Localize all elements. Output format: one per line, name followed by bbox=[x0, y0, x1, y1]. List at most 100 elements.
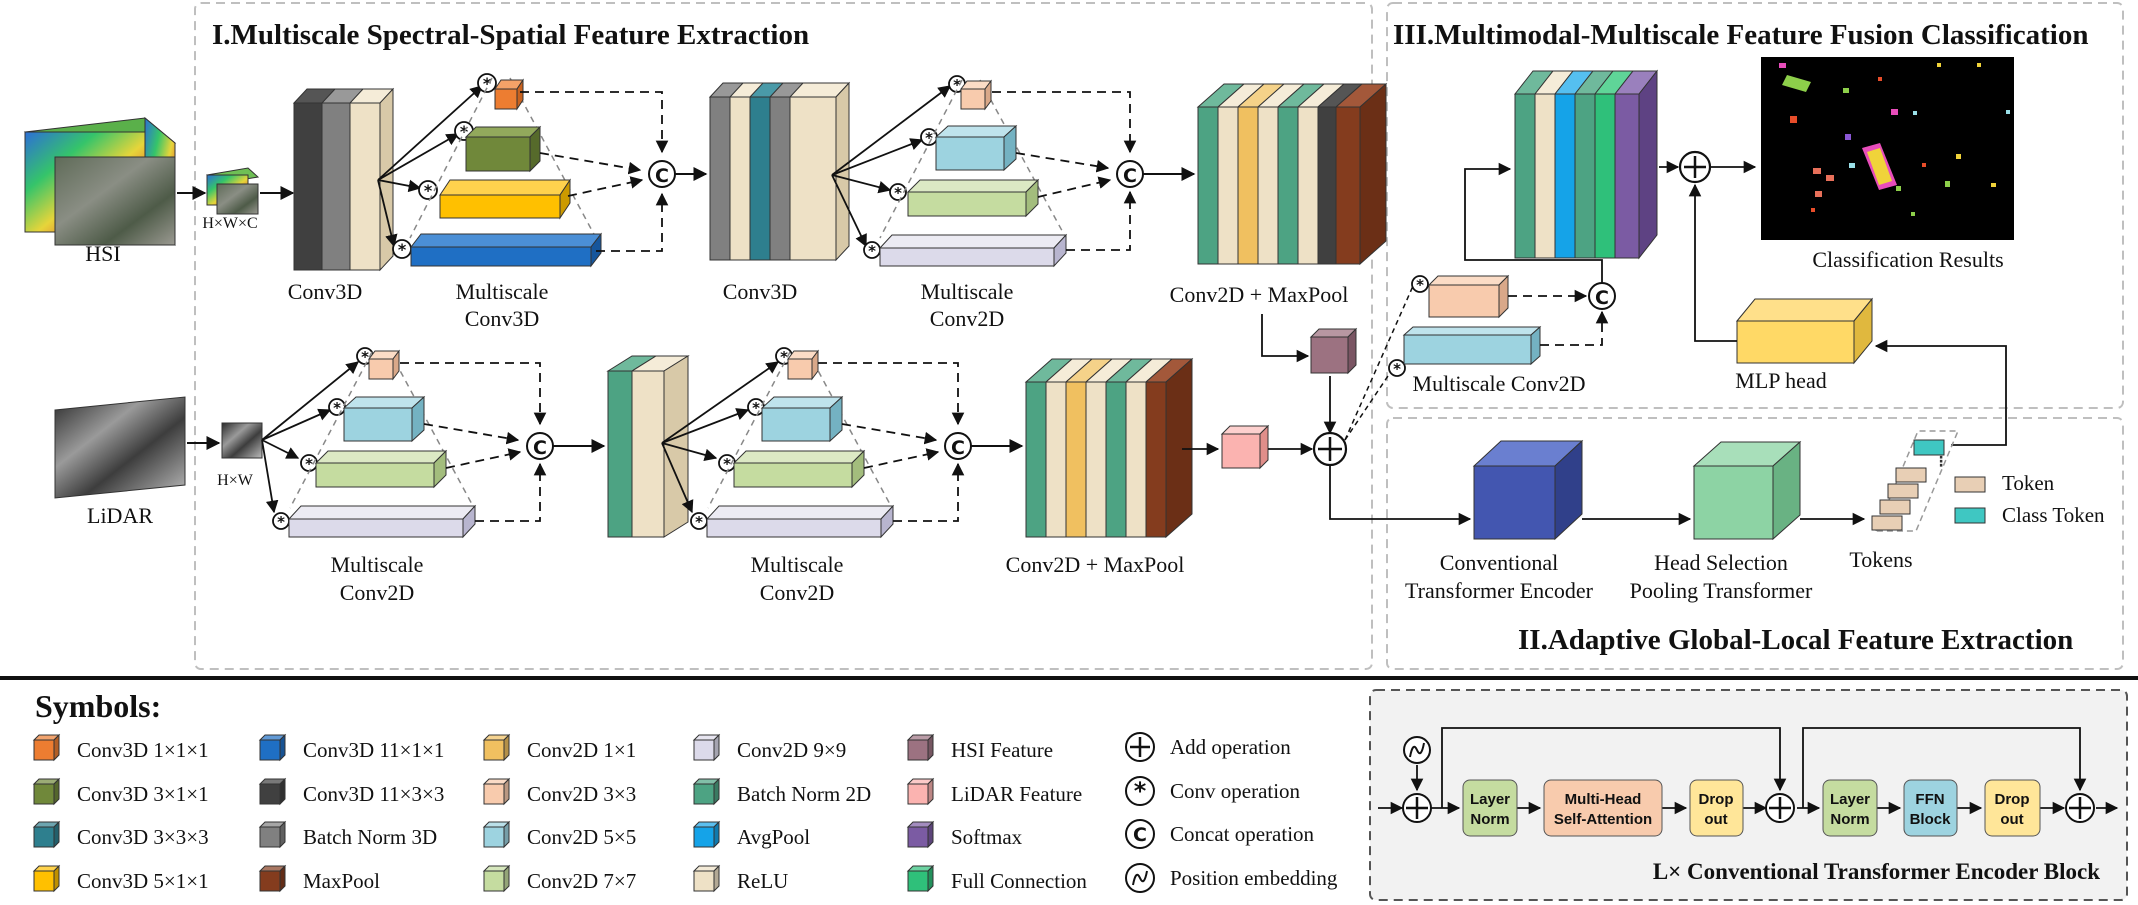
svg-text:out: out bbox=[2000, 811, 2023, 828]
legend-op: Position embedding bbox=[1125, 863, 1338, 893]
svg-text:Layer: Layer bbox=[1830, 791, 1870, 808]
encoder-layer-norm-2: Layer Norm bbox=[1822, 779, 1878, 837]
ms-conv2d-bottom-a-blocks bbox=[287, 349, 477, 539]
svg-text:*: * bbox=[277, 513, 285, 531]
legend-item-label: Conv2D 7×7 bbox=[527, 869, 636, 893]
legend-op: *Conv operation bbox=[1125, 776, 1301, 806]
legend-item-label: Batch Norm 3D bbox=[303, 825, 437, 849]
svg-text:Block: Block bbox=[1910, 811, 1952, 828]
legend-op: Add operation bbox=[1125, 732, 1291, 762]
legend-item-label: Conv2D 3×3 bbox=[527, 782, 636, 806]
pool-bottom-label: Conv2D + MaxPool bbox=[1006, 552, 1185, 577]
classification-map bbox=[1761, 57, 2014, 240]
legend-item-label: Conv3D 1×1×1 bbox=[77, 738, 209, 762]
legend-item: Softmax bbox=[906, 820, 1023, 849]
tokens-stack: ⋮ bbox=[1871, 430, 1960, 532]
legend-title: Symbols: bbox=[35, 688, 161, 724]
svg-text:*: * bbox=[695, 513, 703, 531]
conv-operation-markers-top-b: **** bbox=[863, 75, 966, 260]
svg-text:C: C bbox=[533, 437, 547, 459]
legend-item: Conv2D 9×9 bbox=[692, 733, 846, 762]
svg-text:*: * bbox=[752, 399, 760, 417]
ms-conv2d-top-blocks bbox=[878, 79, 1068, 268]
ms-conv2d-bottom-a-label-2: Conv2D bbox=[340, 580, 415, 605]
legend-item: LiDAR Feature bbox=[906, 777, 1082, 806]
section-3-frame bbox=[1386, 2, 2124, 409]
conv3d-stack-b bbox=[708, 81, 851, 262]
legend-item: Conv3D 11×1×1 bbox=[258, 733, 444, 762]
section-3-title: III.Multimodal-Multiscale Feature Fusion… bbox=[1393, 19, 2088, 51]
svg-text:*: * bbox=[1393, 360, 1401, 378]
tokens-label: Tokens bbox=[1849, 547, 1912, 572]
svg-text:C: C bbox=[655, 165, 669, 187]
cte-label-2: Transformer Encoder bbox=[1405, 578, 1594, 603]
svg-text:*: * bbox=[305, 455, 313, 473]
legend-item: Full Connection bbox=[906, 864, 1087, 893]
legend-item: Conv2D 1×1 bbox=[482, 733, 636, 762]
svg-text:Self-Attention: Self-Attention bbox=[1554, 811, 1652, 828]
svg-text:Drop: Drop bbox=[1995, 791, 2030, 808]
ms-conv2d-bottom-a-label-1: Multiscale bbox=[331, 552, 424, 577]
legend-item: HSI Feature bbox=[906, 733, 1053, 762]
ms-conv2d-bottom-b-label-2: Conv2D bbox=[760, 580, 835, 605]
pool-top-label: Conv2D + MaxPool bbox=[1170, 282, 1349, 307]
svg-text:*: * bbox=[424, 181, 433, 200]
legend-item-label: MaxPool bbox=[303, 869, 380, 893]
hsi-patch bbox=[205, 167, 260, 215]
ms-conv3d-label-1: Multiscale bbox=[456, 279, 549, 304]
legend-op-label: Concat operation bbox=[1170, 822, 1315, 846]
svg-text:*: * bbox=[953, 76, 961, 94]
token-legend-label: Token bbox=[2002, 471, 2055, 495]
legend-item-label: Conv3D 11×3×3 bbox=[303, 782, 444, 806]
encoder-block-frame bbox=[1369, 689, 2128, 901]
legend-item: Conv2D 3×3 bbox=[482, 777, 636, 806]
legend-item-label: HSI Feature bbox=[951, 738, 1053, 762]
conv2d-maxpool-top-stack bbox=[1196, 82, 1388, 266]
section-1-frame bbox=[194, 2, 1373, 670]
ms-conv2d-bottom-b-label-1: Multiscale bbox=[751, 552, 844, 577]
svg-text:C: C bbox=[1123, 165, 1137, 187]
hsi-feature-cube bbox=[1309, 327, 1358, 375]
svg-text:Norm: Norm bbox=[1470, 811, 1509, 828]
svg-text:Norm: Norm bbox=[1830, 811, 1869, 828]
legend-item: Conv3D 1×1×1 bbox=[32, 733, 209, 762]
lidar-dim-label: H×W bbox=[217, 472, 254, 489]
encoder-layer-norm-1: Layer Norm bbox=[1462, 779, 1518, 837]
legend-item: ReLU bbox=[692, 864, 788, 893]
section-2-frame bbox=[1386, 417, 2124, 670]
svg-text:Layer: Layer bbox=[1470, 791, 1510, 808]
head-selection-pooling-transformer-block bbox=[1692, 440, 1802, 541]
mlp-head-label: MLP head bbox=[1735, 368, 1826, 393]
lidar-patch bbox=[221, 422, 263, 459]
legend-item-label: AvgPool bbox=[737, 825, 810, 849]
hsi-input bbox=[23, 116, 177, 247]
legend-op-label: Add operation bbox=[1170, 735, 1291, 759]
legend-item-label: LiDAR Feature bbox=[951, 782, 1082, 806]
ms-conv3d-label-2: Conv3D bbox=[465, 306, 540, 331]
section-2-title: II.Adaptive Global-Local Feature Extract… bbox=[1518, 624, 2073, 656]
conv-operation-markers-bottom-b: **** bbox=[690, 347, 793, 531]
svg-text:*: * bbox=[333, 399, 341, 417]
section-1-title: I.Multiscale Spectral-Spatial Feature Ex… bbox=[212, 19, 809, 51]
svg-text:FFN: FFN bbox=[1915, 791, 1944, 808]
legend-item-label: Conv3D 3×1×1 bbox=[77, 782, 209, 806]
legend-item-label: Conv3D 5×1×1 bbox=[77, 869, 209, 893]
fusion-stack bbox=[1513, 69, 1659, 260]
legend-item: Conv2D 7×7 bbox=[482, 864, 636, 893]
legend-item-label: Conv3D 3×3×3 bbox=[77, 825, 209, 849]
legend-item-label: Conv2D 1×1 bbox=[527, 738, 636, 762]
svg-text:out: out bbox=[1704, 811, 1727, 828]
svg-text:Drop: Drop bbox=[1699, 791, 1734, 808]
svg-text:C: C bbox=[1133, 824, 1147, 846]
class-token-legend-swatch bbox=[1954, 507, 1986, 524]
legend-op-label: Position embedding bbox=[1170, 866, 1338, 890]
ms-conv3d-blocks bbox=[409, 78, 603, 268]
legend-item-label: Conv2D 5×5 bbox=[527, 825, 636, 849]
svg-text:C: C bbox=[951, 437, 965, 459]
encoder-ffn-block: FFN Block bbox=[1903, 779, 1958, 837]
cte-label-1: Conventional bbox=[1440, 550, 1559, 575]
legend-item: Conv2D 5×5 bbox=[482, 820, 636, 849]
